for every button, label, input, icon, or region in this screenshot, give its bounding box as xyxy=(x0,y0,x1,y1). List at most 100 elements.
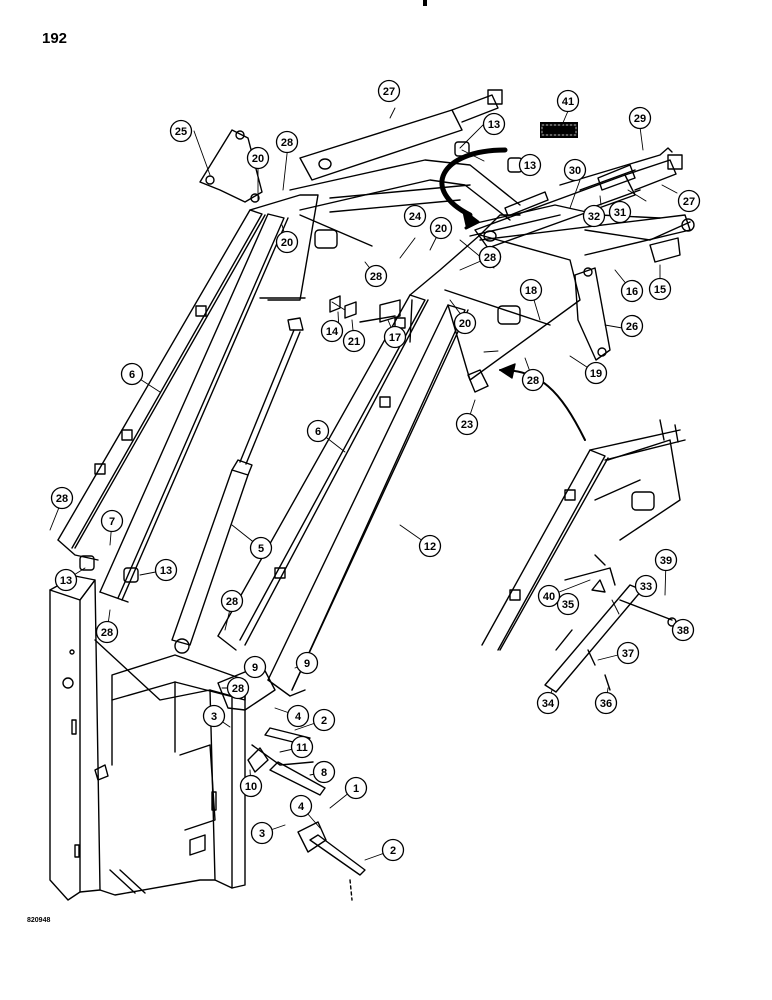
callout-5: 5 xyxy=(249,536,273,560)
right-boom-arm xyxy=(217,214,581,697)
callout-25: 25 xyxy=(169,119,193,143)
callout-13: 13 xyxy=(518,153,542,177)
callout-label: 5 xyxy=(258,543,264,555)
callout-18: 18 xyxy=(519,278,543,302)
callout-15: 15 xyxy=(648,277,672,301)
right-bellcrank xyxy=(574,267,611,361)
callout-label: 27 xyxy=(683,196,695,208)
callout-13: 13 xyxy=(54,568,78,592)
callout-label: 1 xyxy=(353,783,359,795)
callout-3: 3 xyxy=(250,821,274,845)
callout-label: 7 xyxy=(109,516,115,528)
pin-upper-2 xyxy=(264,727,311,746)
callout-10: 10 xyxy=(239,774,263,798)
callout-label: 16 xyxy=(626,286,638,298)
callout-label: 13 xyxy=(524,160,536,172)
callout-13: 13 xyxy=(482,112,506,136)
callout-3: 3 xyxy=(202,704,226,728)
callout-label: 28 xyxy=(232,683,244,695)
callout-21: 21 xyxy=(342,329,366,353)
callout-label: 34 xyxy=(542,698,555,710)
callout-20: 20 xyxy=(429,216,453,240)
callout-6: 6 xyxy=(120,362,144,386)
callout-label: 38 xyxy=(677,625,689,637)
callout-27: 27 xyxy=(377,79,401,103)
callout-19: 19 xyxy=(584,361,608,385)
callout-11: 11 xyxy=(290,735,314,759)
callout-label: 20 xyxy=(459,318,471,330)
callout-label: 29 xyxy=(634,113,646,125)
callout-29: 29 xyxy=(628,106,652,130)
callout-30: 30 xyxy=(563,158,587,182)
callout-4: 4 xyxy=(289,794,313,818)
pin-lower-2 xyxy=(309,834,366,876)
callout-label: 3 xyxy=(211,711,217,723)
callout-2: 2 xyxy=(381,838,405,862)
callout-20: 20 xyxy=(453,311,477,335)
pin-11 xyxy=(251,744,314,766)
callout-9: 9 xyxy=(243,655,267,679)
callout-label: 4 xyxy=(295,711,302,723)
callout-label: 20 xyxy=(281,237,293,249)
callout-label: 15 xyxy=(654,284,666,296)
callout-label: 8 xyxy=(321,767,327,779)
part-29-rod xyxy=(559,147,673,186)
callout-label: 32 xyxy=(588,211,600,223)
callout-35: 35 xyxy=(556,592,580,616)
callout-14: 14 xyxy=(320,319,344,343)
callout-label: 9 xyxy=(304,658,310,670)
callout-label: 27 xyxy=(383,86,395,98)
callout-28: 28 xyxy=(275,130,299,154)
callout-label: 40 xyxy=(543,591,555,603)
callout-label: 33 xyxy=(640,581,652,593)
callout-33: 33 xyxy=(634,574,658,598)
callout-label: 28 xyxy=(484,252,496,264)
callout-20: 20 xyxy=(275,230,299,254)
decal-41 xyxy=(540,122,578,138)
page-number: 192 xyxy=(42,30,68,47)
callout-label: 21 xyxy=(348,336,360,348)
callout-label: 28 xyxy=(370,271,382,283)
callout-28: 28 xyxy=(521,368,545,392)
callout-41: 41 xyxy=(556,89,580,113)
callout-label: 31 xyxy=(614,207,626,219)
left-boom-arm xyxy=(57,194,319,603)
callout-7: 7 xyxy=(100,509,124,533)
callout-24: 24 xyxy=(403,204,427,228)
pin-8 xyxy=(269,761,326,796)
callout-37: 37 xyxy=(616,641,640,665)
callout-label: 13 xyxy=(60,575,72,587)
callout-label: 3 xyxy=(259,828,265,840)
callout-label: 28 xyxy=(281,137,293,149)
callout-31: 31 xyxy=(608,200,632,224)
callout-label: 10 xyxy=(245,781,257,793)
callout-label: 13 xyxy=(488,119,500,131)
callout-label: 30 xyxy=(569,165,581,177)
callout-label: 12 xyxy=(424,541,436,553)
callout-label: 2 xyxy=(321,715,327,727)
callout-26: 26 xyxy=(620,314,644,338)
callout-label: 17 xyxy=(389,332,401,344)
callout-label: 6 xyxy=(129,369,135,381)
callout-17: 17 xyxy=(383,325,407,349)
part-30-tube xyxy=(504,191,549,217)
bushing-left xyxy=(314,229,338,249)
callout-label: 20 xyxy=(435,223,447,235)
callout-label: 20 xyxy=(252,153,264,165)
callout-label: 37 xyxy=(622,648,634,660)
callout-40: 40 xyxy=(537,584,561,608)
callout-label: 6 xyxy=(315,426,321,438)
part-13-top xyxy=(454,141,470,157)
callout-label: 28 xyxy=(101,627,113,639)
block-15 xyxy=(649,237,681,263)
callout-label: 28 xyxy=(226,596,238,608)
callout-20: 20 xyxy=(246,146,270,170)
callout-label: 41 xyxy=(562,96,574,108)
callout-label: 26 xyxy=(626,321,638,333)
callout-28: 28 xyxy=(226,676,250,700)
callout-label: 9 xyxy=(252,662,258,674)
callout-28: 28 xyxy=(478,245,502,269)
callout-label: 19 xyxy=(590,368,602,380)
callout-8: 8 xyxy=(312,760,336,784)
